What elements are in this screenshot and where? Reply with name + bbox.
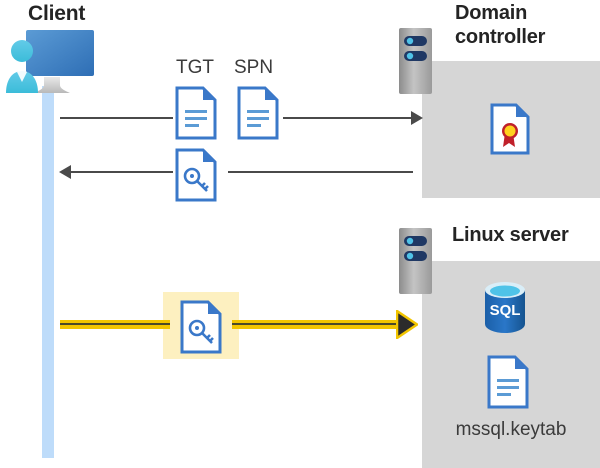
dc-label-line1: Domain bbox=[455, 2, 528, 24]
server-rack-icon bbox=[399, 28, 432, 94]
flow2-arrowhead bbox=[59, 165, 71, 179]
flow3-arrowhead bbox=[396, 310, 418, 339]
document-icon bbox=[487, 355, 529, 409]
spn-label: SPN bbox=[234, 57, 274, 78]
key-document-icon bbox=[175, 148, 217, 202]
client-label: Client bbox=[28, 2, 86, 25]
keytab-filename-label: mssql.keytab bbox=[455, 419, 567, 440]
sql-database-icon: SQL bbox=[485, 282, 525, 333]
flow2-line-left bbox=[68, 171, 173, 173]
flow1-line-right bbox=[283, 117, 413, 119]
flow1-arrowhead bbox=[411, 111, 423, 125]
tgt-label: TGT bbox=[176, 57, 214, 78]
desktop-user-icon bbox=[6, 30, 94, 93]
flow3-line-left bbox=[60, 320, 170, 329]
flow3-line-right bbox=[232, 320, 408, 329]
client-lifeline bbox=[42, 86, 54, 458]
flow1-line-left bbox=[60, 117, 173, 119]
dc-label-line2: controller bbox=[455, 25, 546, 48]
document-icon bbox=[175, 86, 217, 140]
flow2-line-right bbox=[228, 171, 413, 173]
svg-text:SQL: SQL bbox=[490, 302, 521, 319]
server-rack-icon bbox=[399, 228, 432, 294]
linux-server-label: Linux server bbox=[452, 224, 569, 246]
document-icon bbox=[237, 86, 279, 140]
key-document-icon bbox=[180, 300, 222, 354]
certificate-doc-icon bbox=[490, 103, 530, 155]
